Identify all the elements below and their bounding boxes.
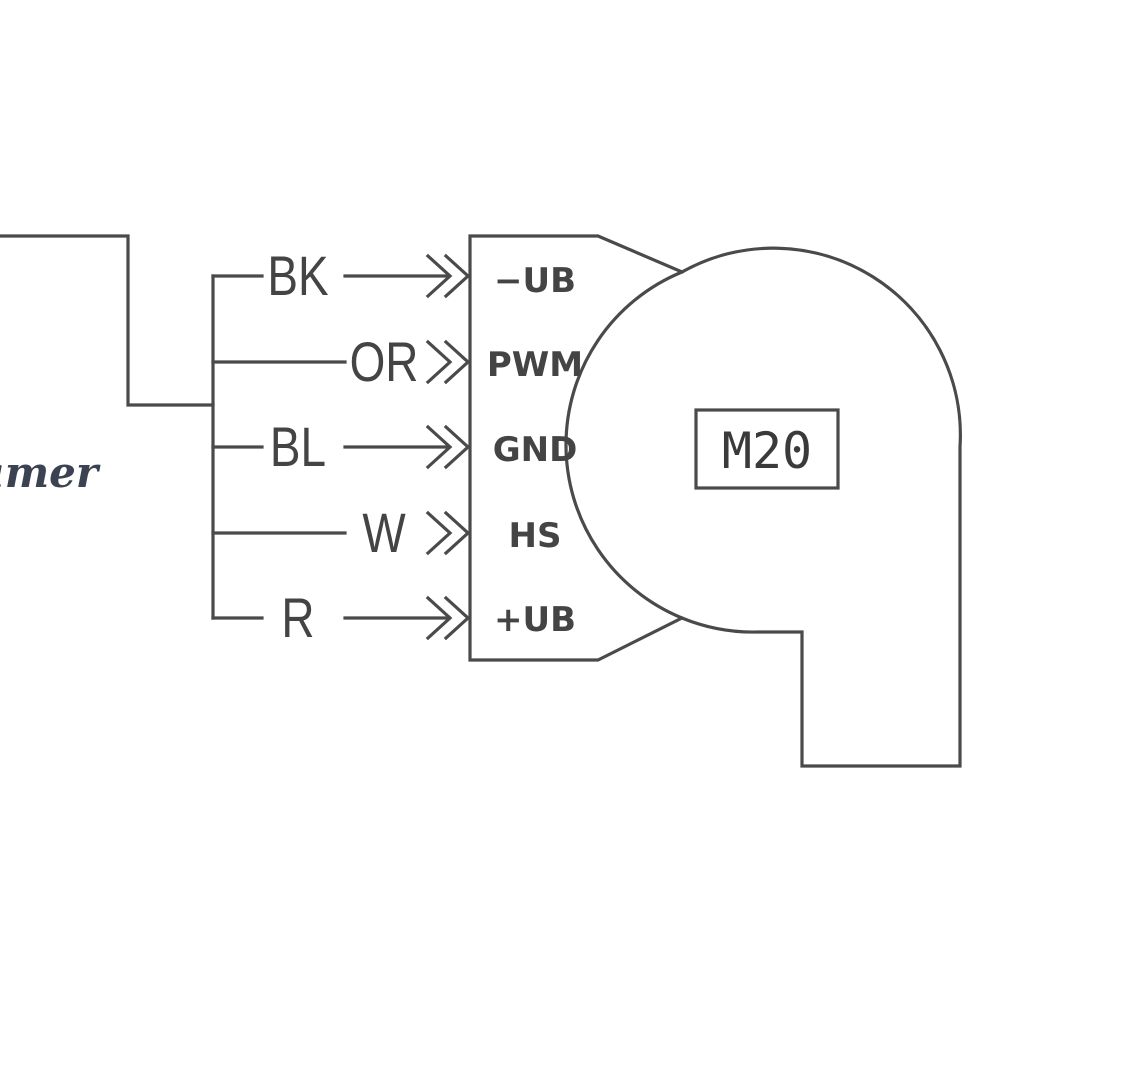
pin-label-hs: HS: [509, 516, 562, 556]
wire-label-r: R: [281, 587, 314, 649]
blower-inner-arc: [564, 269, 685, 621]
connector-arrow-bk: [425, 253, 471, 299]
wire-label-or: OR: [350, 331, 419, 393]
pin-label-pwm: PWM: [487, 345, 583, 385]
connector-arrow-bl: [425, 424, 471, 470]
motor-label-box: [694, 408, 840, 490]
feed-line: [0, 234, 215, 407]
pin-label-minus-ub: −UB: [494, 261, 576, 301]
connector-arrow-or: [425, 339, 471, 385]
wire-label-w: W: [362, 502, 406, 564]
motor-label: M20: [722, 422, 812, 480]
connector-arrow-w: [425, 510, 471, 556]
pin-label-gnd: GND: [493, 430, 578, 470]
pin-label-plus-ub: +UB: [494, 600, 576, 640]
wire-label-bk: BK: [267, 245, 328, 307]
connector-arrow-r: [425, 595, 471, 641]
wire-label-bl: BL: [270, 416, 326, 478]
cropped-side-text: amer: [0, 448, 101, 497]
blower-outline: [468, 234, 962, 768]
